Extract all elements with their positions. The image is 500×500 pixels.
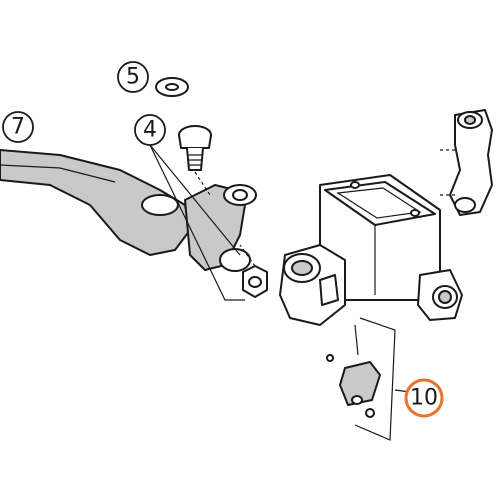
lever-pivot-bracket bbox=[184, 184, 257, 272]
pivot-nut bbox=[239, 244, 268, 298]
callout-label: 10 bbox=[410, 386, 438, 411]
brake-light-switch bbox=[326, 317, 396, 441]
callout-label: 7 bbox=[11, 115, 25, 140]
handlebar-clamp bbox=[440, 109, 493, 216]
callout-7: 7 bbox=[2, 111, 34, 143]
master-cylinder-body bbox=[279, 174, 463, 326]
washer bbox=[155, 77, 189, 97]
callout-label: 4 bbox=[143, 118, 157, 143]
pivot-bolt bbox=[178, 125, 212, 196]
callout-4: 4 bbox=[134, 114, 166, 146]
callout-5: 5 bbox=[117, 61, 149, 93]
callout-10[interactable]: 10 bbox=[404, 378, 444, 418]
callout-label: 5 bbox=[126, 65, 140, 90]
lever-part bbox=[0, 149, 191, 256]
